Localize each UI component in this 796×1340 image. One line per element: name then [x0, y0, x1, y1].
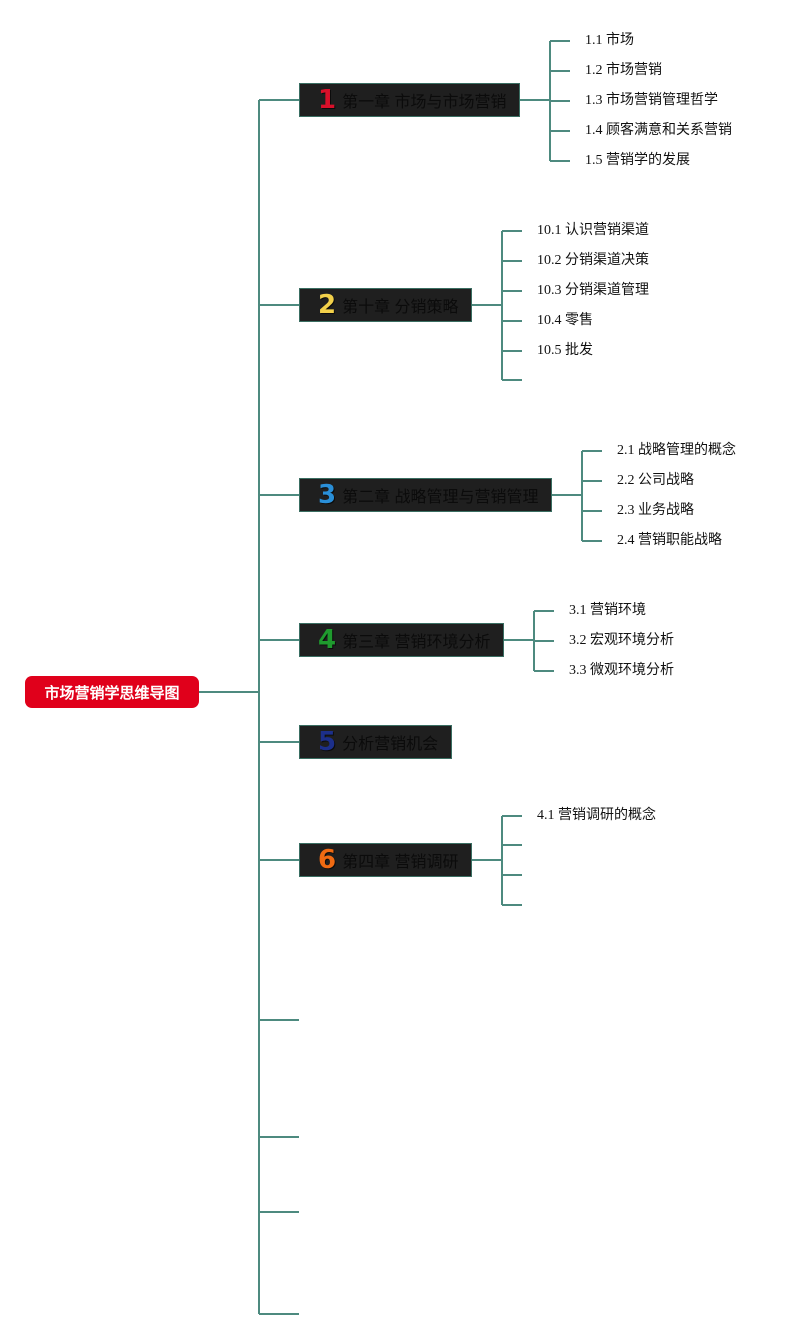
- chapter-node[interactable]: 5 分析营销机会: [299, 725, 452, 759]
- chapter-node[interactable]: 3 第二章 战略管理与营销管理: [299, 478, 552, 512]
- section-label[interactable]: 2.2 公司战略: [617, 473, 694, 488]
- section-label[interactable]: 1.3 市场营销管理哲学: [585, 93, 718, 108]
- chapter-title: 第二章 战略管理与营销管理: [342, 489, 539, 506]
- root-node[interactable]: 市场营销学思维导图: [25, 676, 199, 708]
- section-label[interactable]: 4.1 营销调研的概念: [537, 808, 656, 823]
- chapter-node[interactable]: 4 第三章 营销环境分析: [299, 623, 504, 657]
- chapter-title: 分析营销机会: [342, 736, 439, 753]
- chapter-title: 第十章 分销策略: [342, 299, 459, 316]
- root-label: 市场营销学思维导图: [44, 684, 180, 702]
- chapter-number-icon: 4: [318, 625, 337, 655]
- chapter-number-icon: 6: [318, 845, 337, 875]
- chapter-title: 第三章 营销环境分析: [342, 634, 491, 651]
- section-label[interactable]: 2.3 业务战略: [617, 503, 694, 518]
- section-label[interactable]: 3.3 微观环境分析: [569, 663, 674, 678]
- section-label[interactable]: 10.1 认识营销渠道: [537, 223, 649, 238]
- chapter-number-icon: 3: [318, 480, 337, 510]
- chapter-node[interactable]: 1 第一章 市场与市场营销: [299, 83, 520, 117]
- chapter-title: 第一章 市场与市场营销: [342, 94, 507, 111]
- chapter-node[interactable]: 6 第四章 营销调研: [299, 843, 472, 877]
- section-label[interactable]: 1.5 营销学的发展: [585, 153, 690, 168]
- section-label[interactable]: 10.3 分销渠道管理: [537, 283, 649, 298]
- section-label[interactable]: 3.2 宏观环境分析: [569, 633, 674, 648]
- section-label[interactable]: 10.4 零售: [537, 313, 593, 328]
- section-label[interactable]: 10.5 批发: [537, 343, 593, 358]
- section-label[interactable]: 1.1 市场: [585, 33, 634, 48]
- section-label[interactable]: 1.2 市场营销: [585, 63, 662, 78]
- chapter-number-icon: 1: [318, 85, 337, 115]
- section-label[interactable]: 10.2 分销渠道决策: [537, 253, 649, 268]
- chapter-node[interactable]: 2 第十章 分销策略: [299, 288, 472, 322]
- section-label[interactable]: 3.1 营销环境: [569, 603, 646, 618]
- chapter-number-icon: 2: [318, 290, 337, 320]
- chapter-title: 第四章 营销调研: [342, 854, 459, 871]
- section-label[interactable]: 1.4 顾客满意和关系营销: [585, 123, 732, 138]
- section-label[interactable]: 2.4 营销职能战略: [617, 533, 722, 548]
- section-label[interactable]: 2.1 战略管理的概念: [617, 443, 736, 458]
- chapter-number-icon: 5: [318, 727, 337, 757]
